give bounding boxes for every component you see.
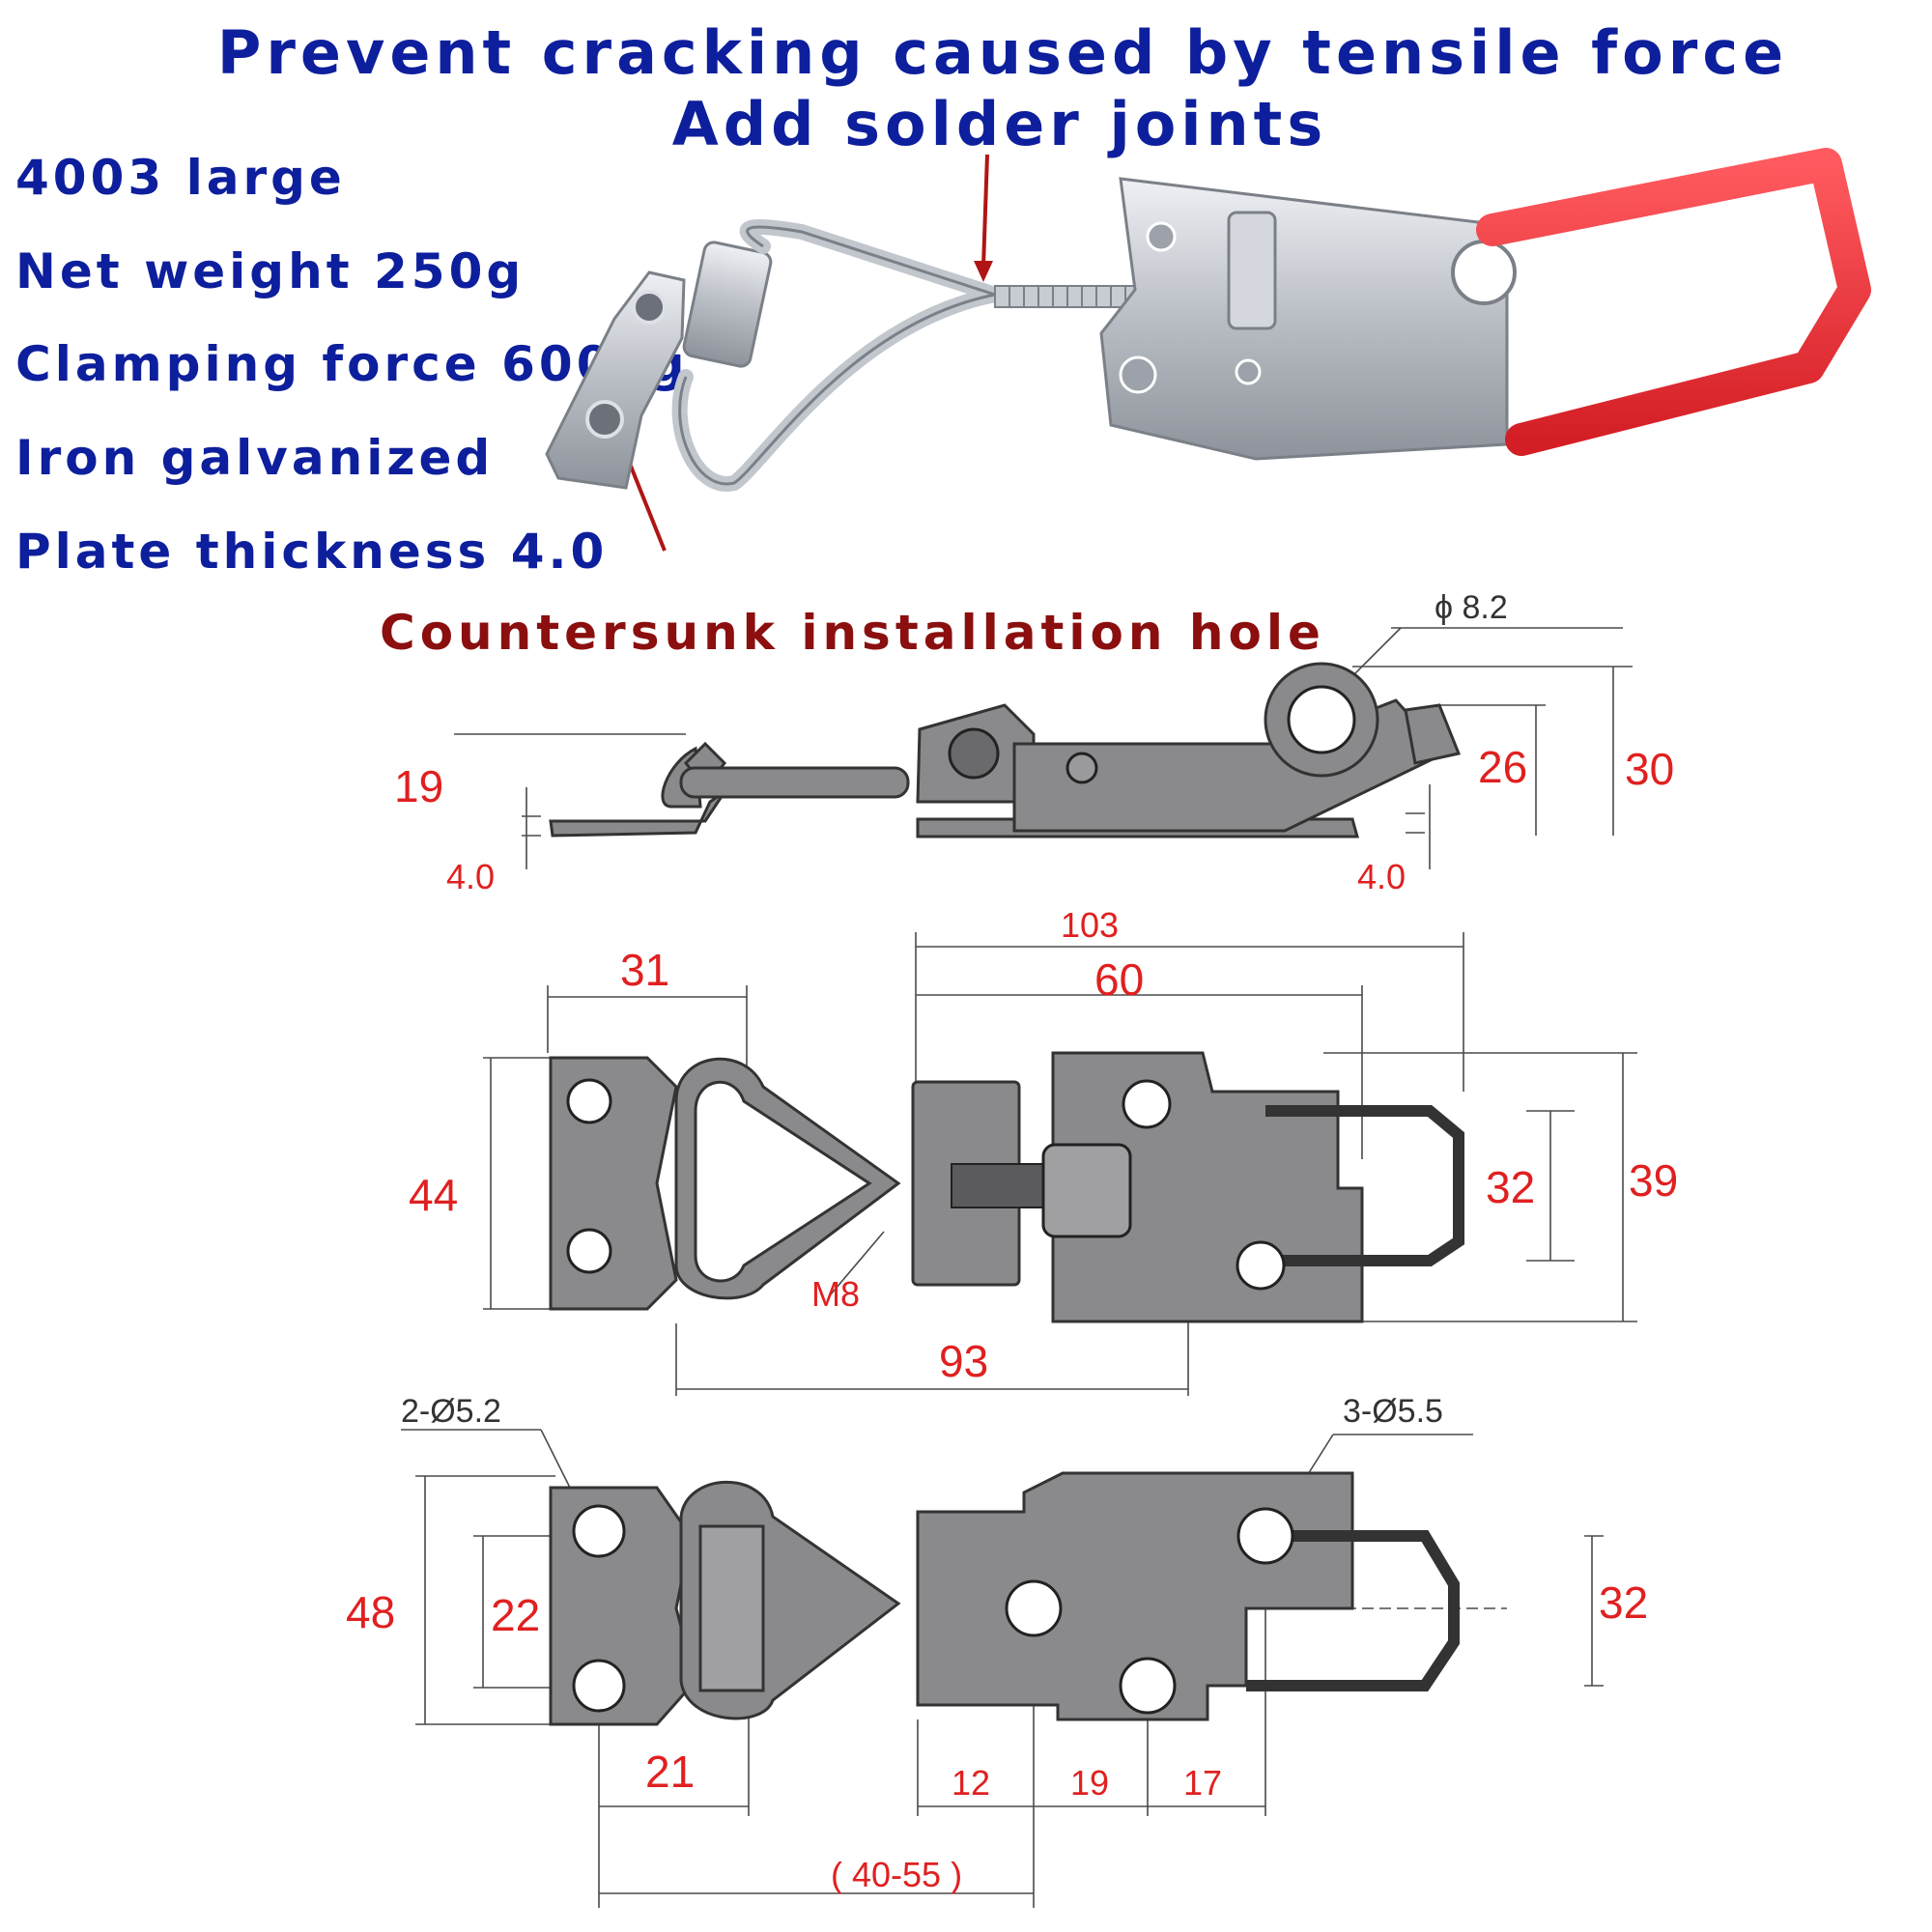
dim-side-total-height: 30 <box>1625 744 1674 794</box>
dim-side-plate-right: 4.0 <box>1357 857 1406 896</box>
label-hole-left: 2-Ø5.2 <box>401 1393 501 1430</box>
dim-side-plate-left: 4.0 <box>446 857 495 896</box>
dim-top-body: 60 <box>1094 954 1144 1005</box>
dim-bottom-hole-spacing: 22 <box>491 1590 540 1640</box>
headline-tensile: Prevent cracking caused by tensile force <box>216 17 1789 88</box>
spec-plate-thickness: Plate thickness 4.0 <box>15 524 609 580</box>
spec-net-weight: Net weight 250g <box>15 243 526 299</box>
dim-top-width: 44 <box>409 1170 458 1220</box>
dim-bottom-bail-width: 32 <box>1599 1577 1648 1628</box>
dim-top-thread: M8 <box>811 1274 860 1314</box>
dim-hole-diameter: ϕ 8.2 <box>1435 589 1508 626</box>
dim-bottom-d3: 17 <box>1183 1763 1222 1803</box>
headline-solder: Add solder joints <box>671 89 1328 159</box>
dim-bottom-adjust-range: ( 40-55 ) <box>831 1855 962 1894</box>
dim-bottom-d1: 12 <box>952 1763 990 1803</box>
dim-top-hook-width: 31 <box>620 945 669 995</box>
dim-top-overall: 103 <box>1061 905 1119 945</box>
dim-top-body-width: 39 <box>1629 1155 1678 1206</box>
spec-clamping-force: Clamping force 600kg <box>15 336 689 392</box>
dim-bottom-hook-pitch: 21 <box>645 1747 695 1797</box>
spec-material: Iron galvanized <box>15 430 495 486</box>
label-hole-right: 3-Ø5.5 <box>1343 1393 1443 1430</box>
dim-top-span: 93 <box>939 1336 988 1386</box>
dim-side-handle-height: 26 <box>1478 742 1527 792</box>
spec-model: 4003 large <box>15 150 346 206</box>
dim-side-height-19: 19 <box>394 761 443 811</box>
dim-top-bail-width: 32 <box>1486 1162 1535 1212</box>
dim-bottom-d2: 19 <box>1070 1763 1109 1803</box>
dim-bottom-height: 48 <box>346 1587 395 1637</box>
callout-countersunk-hole: Countersunk installation hole <box>380 605 1325 661</box>
